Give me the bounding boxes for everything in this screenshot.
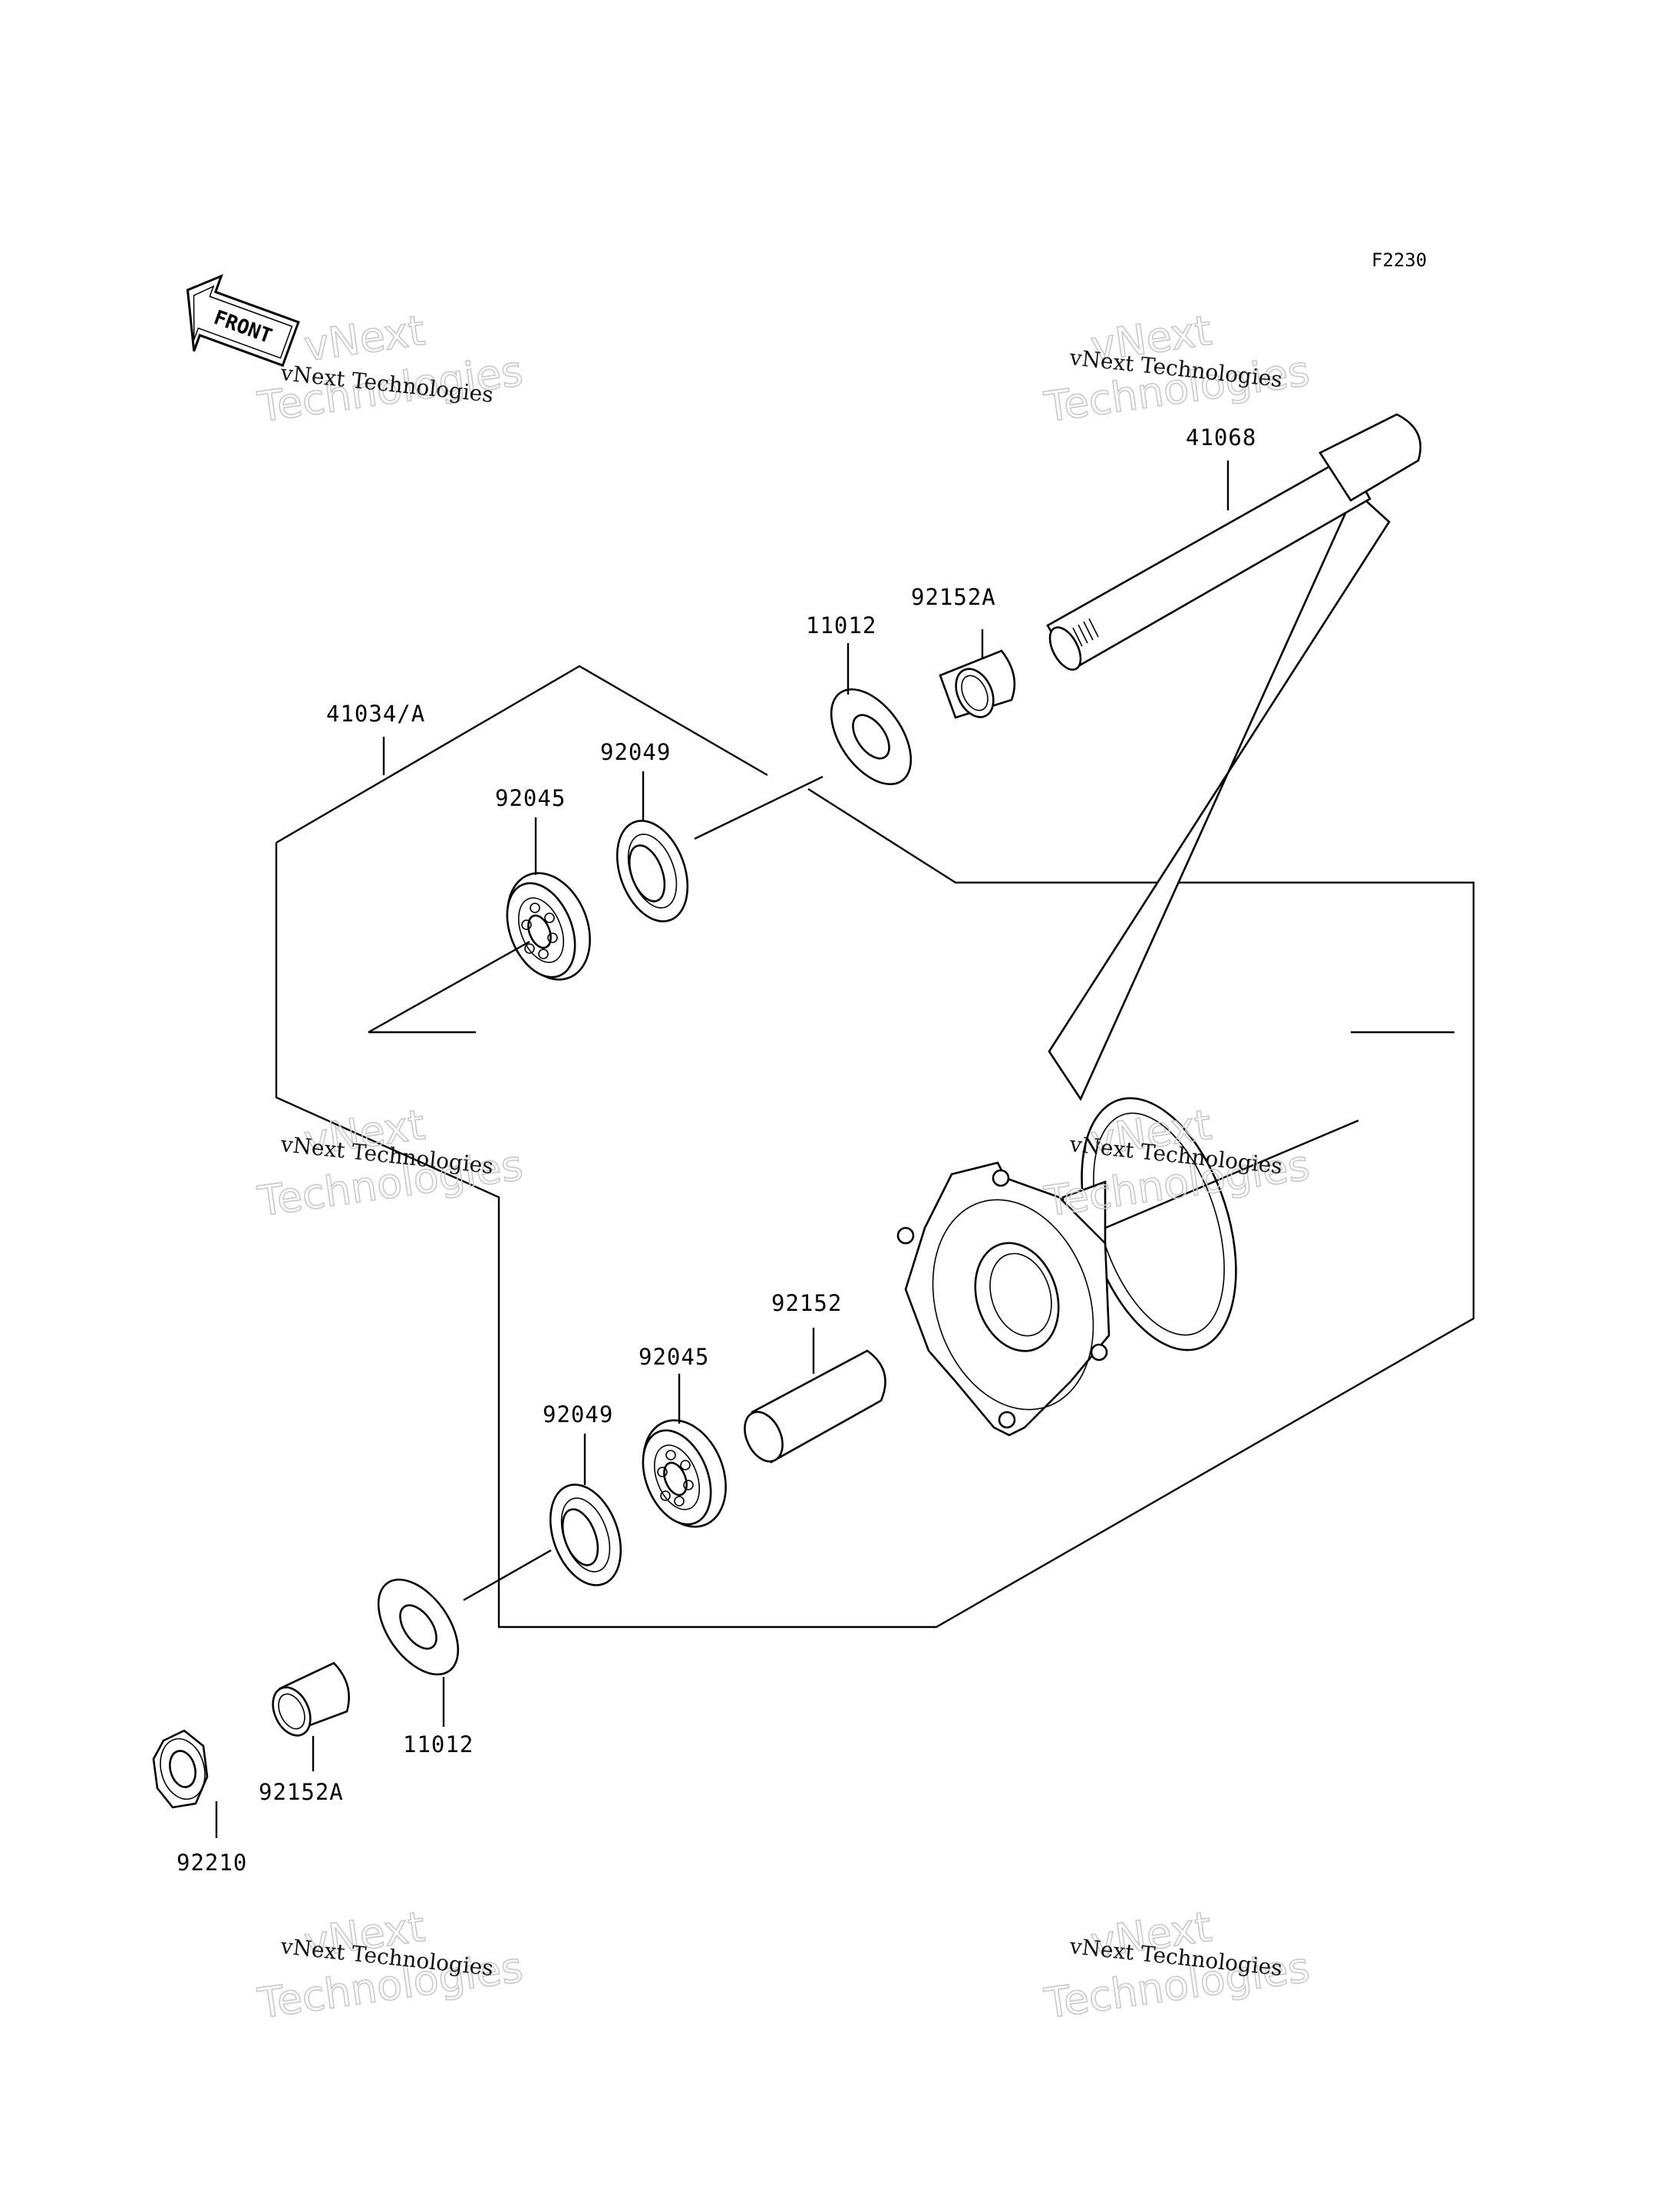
seal-bottom (377, 1578, 460, 1727)
front-arrow-icon: FRONT (186, 274, 300, 368)
collar-top (939, 629, 1016, 719)
collar-bottom (272, 1662, 350, 1771)
spacer (744, 1328, 886, 1464)
ball-bearing-bottom (642, 1374, 727, 1528)
axle-nut (152, 1729, 218, 1838)
label-bearing-ring-top: 92049 (600, 739, 671, 765)
label-seal-top: 11012 (806, 612, 876, 639)
label-axle: 41068 (1186, 424, 1256, 450)
label-bearing-ring-bottom: 92049 (543, 1401, 613, 1427)
axle (1046, 413, 1422, 1101)
label-seal-bottom: 11012 (403, 1731, 474, 1757)
label-axle-nut: 92210 (177, 1850, 247, 1876)
ball-bearing-top (506, 817, 591, 981)
hub-assembly-bracket (275, 665, 1475, 1629)
bearing-ring-top (616, 771, 689, 922)
label-ball-bearing-top: 92045 (495, 785, 566, 811)
label-ball-bearing-bottom: 92045 (639, 1344, 709, 1370)
wheel-hub (896, 1097, 1359, 1437)
bearing-ring-bottom (549, 1434, 622, 1586)
figure-code: F2230 (1371, 249, 1427, 271)
label-collar-bottom: 92152A (259, 1779, 344, 1805)
label-spacer: 92152 (771, 1290, 842, 1316)
label-hub-assembly: 41034/A (326, 701, 425, 727)
svg-text:vNext: vNext (301, 306, 427, 371)
seal-top (830, 643, 913, 786)
label-collar-top: 92152A (911, 584, 996, 610)
